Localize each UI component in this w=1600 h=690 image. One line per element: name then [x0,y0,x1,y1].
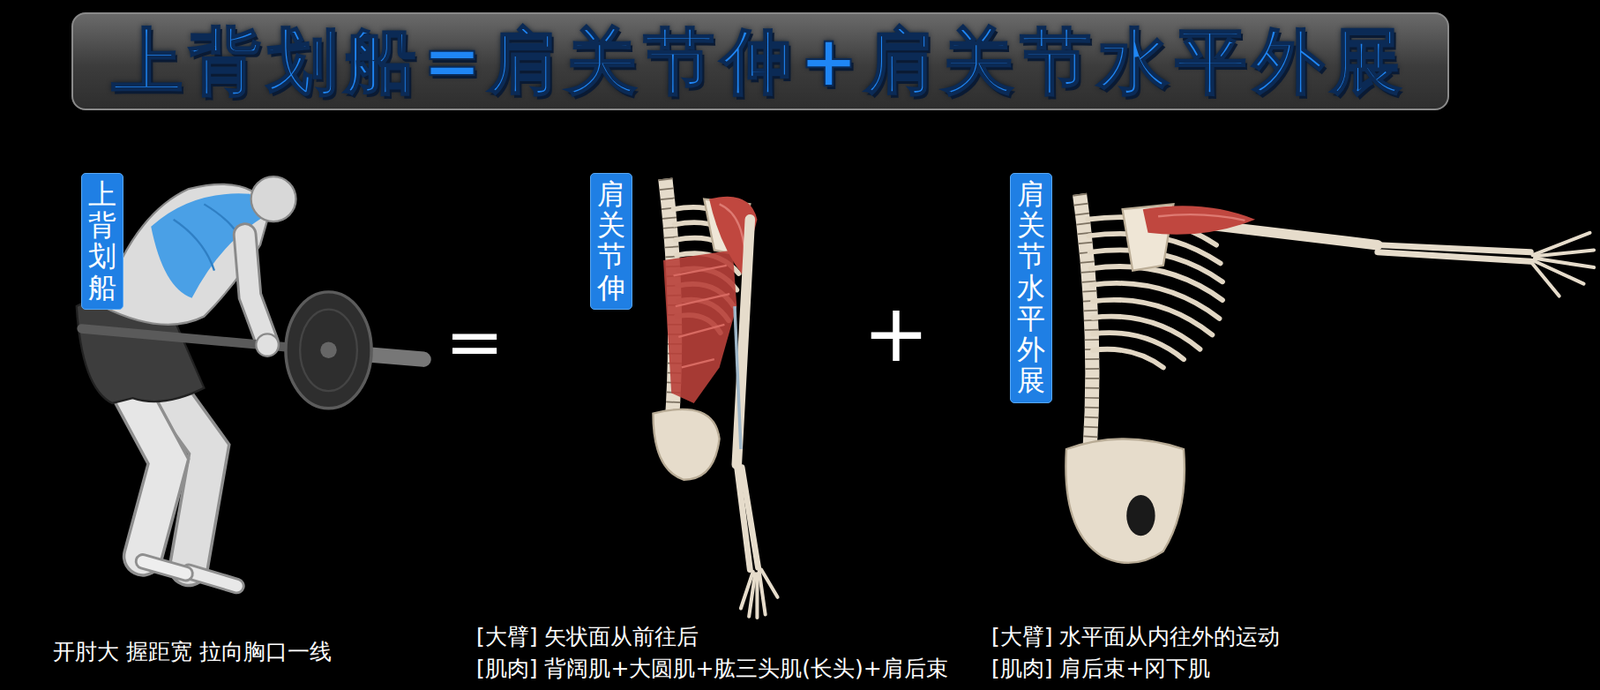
rowing-figure-part [320,342,337,359]
rowing-figure-part [255,333,278,356]
rowing-figure-part [245,234,268,344]
note-text: [大臂] 水平面从内往外的运动 [991,623,1280,651]
skeleton-extension-part [652,409,719,480]
rowing-figure-part [299,309,358,392]
skeleton-abduction-part [1079,194,1092,449]
skeleton-abduction-part [1158,214,1245,221]
note-text: [肌肉] 肩后束+冈下肌 [991,655,1211,682]
skeleton-abduction-part [1065,438,1185,562]
skeleton-abduction-part-part [1530,261,1559,296]
skeleton-extension [652,178,778,617]
title-text: 上背划船=肩关节伸+肩关节水平外展 [112,26,1409,98]
title-banner: 上背划船=肩关节伸+肩关节水平外展 [71,12,1450,111]
skeleton-extension-part-part [748,573,756,617]
note-text: [肌肉] 背阔肌+大圆肌+肱三头肌(长头)+肩后束 [476,655,949,682]
skeleton-abduction [1065,194,1594,563]
vertical-tag: 肩关节伸 [590,172,633,310]
rowing-figure-part-part [245,234,268,344]
skeleton-extension-part [719,203,746,255]
skeleton-abduction-part [1530,232,1594,297]
rowing-figure [76,176,424,586]
rowing-figure-part [251,176,297,222]
rowing-figure-part [173,203,240,270]
skeleton-abduction-part [1079,194,1092,449]
skeleton-abduction-part-part [1534,249,1594,256]
rowing-figure-part-part [245,234,268,344]
equals-sign: = [444,299,504,385]
note-text: 开肘大 握距宽 拉向胸口一线 [52,638,332,666]
tag-text: 肩关节水平外展 [1016,179,1046,397]
skeleton-extension-part-part [755,573,759,618]
vertical-tag: 上背划船 [81,172,124,310]
rowing-figure-part-part [142,560,187,574]
skeleton-extension-part [734,306,741,449]
skeleton-abduction-part-part [1092,349,1164,368]
rowing-figure-part-part [188,571,237,586]
skeleton-extension-part [741,467,759,568]
skeleton-extension-part-part [761,569,778,598]
rowing-figure-part [285,291,372,409]
skeleton-extension-part [740,569,778,618]
vertical-tag: 肩关节水平外展 [1009,172,1053,404]
skeleton-extension-part [663,249,737,404]
plus-sign: + [862,285,929,382]
note-text: [大臂] 矢状面从前往后 [476,623,699,651]
rowing-figure-part-part [188,571,237,586]
skeleton-abduction-part [1126,494,1155,536]
rowing-figure-part-part [142,560,187,574]
tag-text: 肩关节伸 [597,179,626,304]
tag-text: 上背划船 [88,179,117,304]
skeleton-abduction-part [1377,252,1532,262]
skeleton-extension-part [673,265,731,368]
skeleton-abduction-part [1143,205,1256,235]
illustration-group [76,176,1594,618]
